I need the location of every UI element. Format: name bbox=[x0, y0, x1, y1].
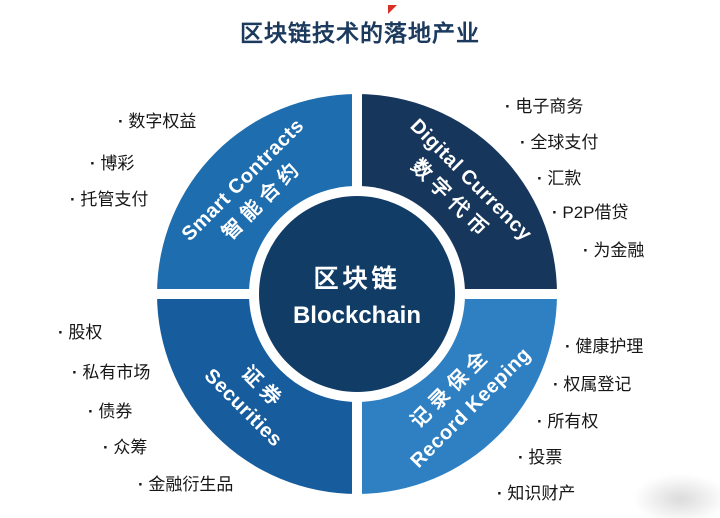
list-item: 私有市场 bbox=[72, 358, 150, 383]
list-item: 众筹 bbox=[103, 433, 147, 458]
list-item: 健康护理 bbox=[565, 332, 643, 357]
center-label-en: Blockchain bbox=[292, 301, 422, 329]
list-item: 汇款 bbox=[537, 164, 581, 189]
center-label-zh: 区块链 bbox=[313, 264, 401, 293]
list-item: 全球支付 bbox=[520, 128, 598, 153]
list-item: 电子商务 bbox=[505, 92, 583, 117]
red-flag-icon bbox=[388, 5, 397, 14]
list-item: 博彩 bbox=[90, 149, 134, 174]
page-title: 区块链技术的落地产业 bbox=[240, 20, 480, 46]
list-item: 为金融 bbox=[583, 236, 644, 261]
center-hub: 区块链 Blockchain bbox=[259, 196, 455, 392]
list-item: 股权 bbox=[58, 318, 102, 343]
list-item: 数字权益 bbox=[118, 107, 196, 132]
list-item: 投票 bbox=[518, 443, 562, 468]
donut-ring: Smart Contracts 智能合约 Digital Currency 数字… bbox=[155, 92, 559, 496]
list-item: 债券 bbox=[88, 397, 132, 422]
list-item: 知识财产 bbox=[497, 479, 575, 504]
watermark bbox=[633, 474, 720, 518]
list-item: 所有权 bbox=[537, 407, 598, 432]
list-item: P2P借贷 bbox=[552, 198, 628, 223]
list-item: 托管支付 bbox=[70, 185, 148, 210]
list-item: 金融衍生品 bbox=[138, 470, 233, 495]
list-item: 权属登记 bbox=[553, 370, 631, 395]
